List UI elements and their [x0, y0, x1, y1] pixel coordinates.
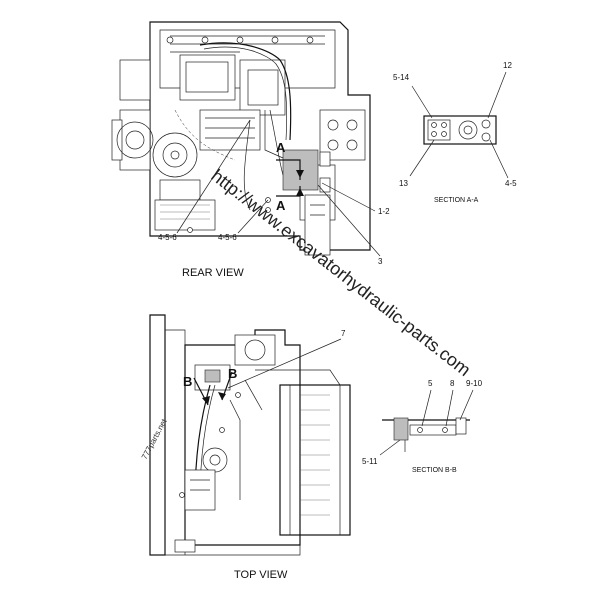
- leader-top-7: [227, 338, 342, 389]
- callout-sec-a-4-5: 4-5: [505, 179, 517, 188]
- callout-sec-b-9-10: 9-10: [466, 379, 483, 388]
- section-b-title: SECTION B-B: [412, 467, 457, 474]
- rear-view-leaders: [176, 119, 381, 257]
- section-marker-b-left: B: [183, 374, 192, 389]
- top-view-title: TOP VIEW: [234, 569, 288, 581]
- rear-view-title: REAR VIEW: [182, 267, 244, 279]
- callout-rear-3: 3: [378, 257, 383, 266]
- callout-sec-a-12: 12: [503, 61, 512, 70]
- callout-rear-4-5-6-left: 4-5-6: [158, 233, 177, 242]
- callout-sec-a-5-14: 5-14: [393, 73, 410, 82]
- section-a-drawing: [409, 71, 509, 179]
- callout-sec-b-8: 8: [450, 379, 455, 388]
- section-marker-a-upper: A: [276, 140, 286, 155]
- section-b-drawing: [379, 389, 474, 456]
- section-marker-b-right: B: [228, 366, 237, 381]
- callout-rear-1-2: 1-2: [378, 207, 390, 216]
- callout-top-7: 7: [341, 329, 346, 338]
- section-marker-a-lower: A: [276, 198, 286, 213]
- callout-rear-4-5-6-right: 4-5-6: [218, 233, 237, 242]
- section-a-title: SECTION A-A: [434, 197, 479, 204]
- callout-sec-a-13: 13: [399, 179, 408, 188]
- section-b-markers: B B: [183, 366, 237, 406]
- top-view-drawing: [149, 314, 351, 556]
- callout-sec-b-5: 5: [428, 379, 433, 388]
- section-a-markers: A A: [276, 140, 304, 213]
- rear-view-drawing: [111, 21, 371, 256]
- callout-sec-b-5-11: 5-11: [362, 457, 378, 466]
